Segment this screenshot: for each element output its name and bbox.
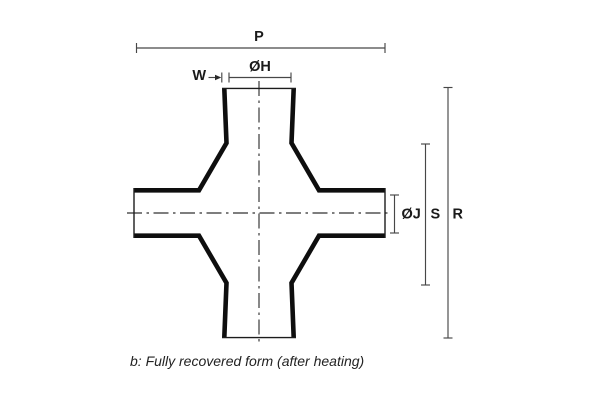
figure-caption: b: Fully recovered form (after heating) (130, 353, 364, 369)
centerlines (127, 81, 390, 344)
dim-s-label: S (431, 207, 441, 223)
dimension-w: W (192, 68, 223, 84)
wall-bottom-left (134, 233, 229, 338)
dimension-oj: ØJ (390, 194, 421, 234)
wall-top-left (134, 88, 229, 193)
cross-body-outline (133, 87, 386, 339)
dim-w-label: W (192, 68, 206, 84)
dimension-oh: ØH (228, 59, 292, 83)
dim-r-label: R (453, 207, 464, 223)
dimension-p: P (135, 29, 386, 53)
wall-top-right (289, 88, 385, 193)
dim-oh-label: ØH (249, 59, 271, 75)
dimension-r: R (443, 86, 464, 339)
wall-bottom-right (289, 233, 385, 338)
dimension-s: S (421, 143, 441, 286)
dim-oj-label: ØJ (402, 207, 421, 223)
dim-w-arrowhead (215, 74, 222, 81)
dim-p-label: P (254, 29, 264, 45)
